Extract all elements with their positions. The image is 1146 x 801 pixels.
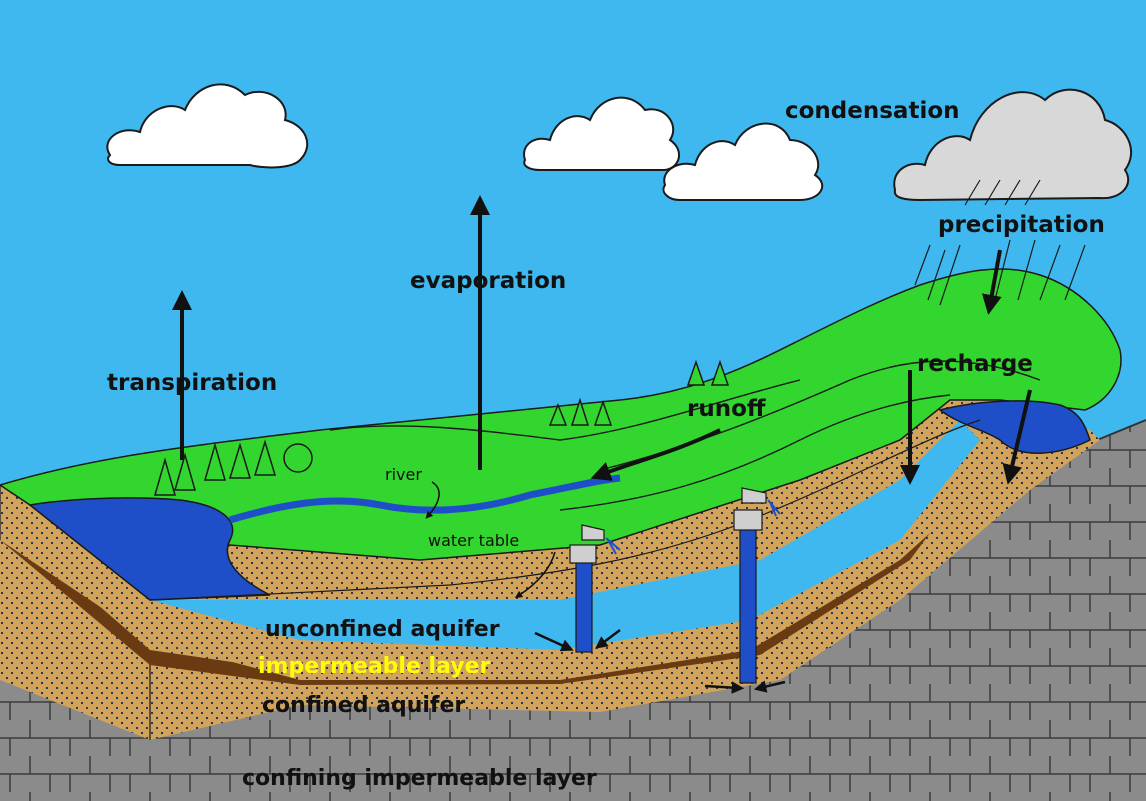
label-runoff: runoff (687, 396, 766, 422)
lake-right (938, 400, 1091, 454)
label-confining-impermeable-layer: confining impermeable layer (242, 766, 597, 791)
label-confined-aquifer: confined aquifer (262, 693, 465, 718)
river (228, 474, 621, 524)
cloud-icon (523, 96, 680, 171)
label-river: river (385, 465, 422, 484)
label-evaporation: evaporation (410, 268, 566, 294)
label-unconfined-aquifer: unconfined aquifer (265, 617, 500, 642)
label-transpiration: transpiration (107, 370, 277, 396)
label-precipitation: precipitation (938, 212, 1105, 238)
faucet-icon (569, 524, 621, 653)
arrow-icon (172, 195, 1032, 694)
lake-left (28, 497, 273, 601)
rain-streaks (914, 179, 1086, 306)
rain-cloud-icon (893, 88, 1132, 202)
land-surface (0, 268, 1122, 601)
cloud-icon (106, 83, 309, 169)
pointer-lines (425, 481, 556, 599)
tree-icon (154, 359, 730, 496)
label-recharge: recharge (917, 351, 1033, 377)
cloud-icon (662, 122, 824, 201)
label-impermeable-layer: impermeable layer (258, 654, 491, 679)
label-water-table: water table (428, 531, 519, 550)
label-condensation: condensation (785, 98, 960, 124)
faucet-icon (733, 487, 781, 684)
